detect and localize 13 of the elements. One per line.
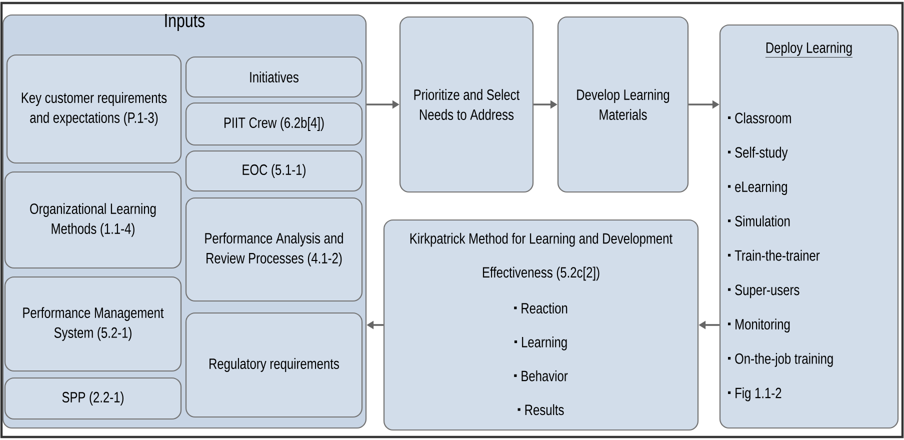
- process-box: SPP (2.2-1): [4, 377, 182, 420]
- process-box: Performance Management System (5.2-1): [4, 276, 182, 372]
- list-box: Kirkpatrick Method for Learning and Development Effectiveness (5.2c[2]) Reaction Learning Behavior Results: [383, 219, 699, 431]
- process-box: Initiatives: [185, 56, 363, 98]
- process-box: EOC (5.1-1): [185, 150, 363, 192]
- process-box: Prioritize and Select Needs to Address: [399, 16, 534, 193]
- process-box: Regulatory requirements: [185, 312, 363, 418]
- process-box: Develop Learning Materials: [557, 16, 689, 193]
- process-box: Key customer requirements and expectations (P.1-3): [6, 54, 182, 164]
- process-box: Organizational Learning Methods (1.1-4): [4, 171, 182, 269]
- process-box: PIIT Crew (6.2b[4]): [185, 102, 363, 146]
- process-box: Performance Analysis and Review Processes (4.1-2): [185, 197, 363, 302]
- list-box: Deploy Learning Classroom Self-study eLearning Simulation Train-the-trainer Super-users Monitoring On-the-job training Fig 1.1-2: [719, 24, 899, 429]
